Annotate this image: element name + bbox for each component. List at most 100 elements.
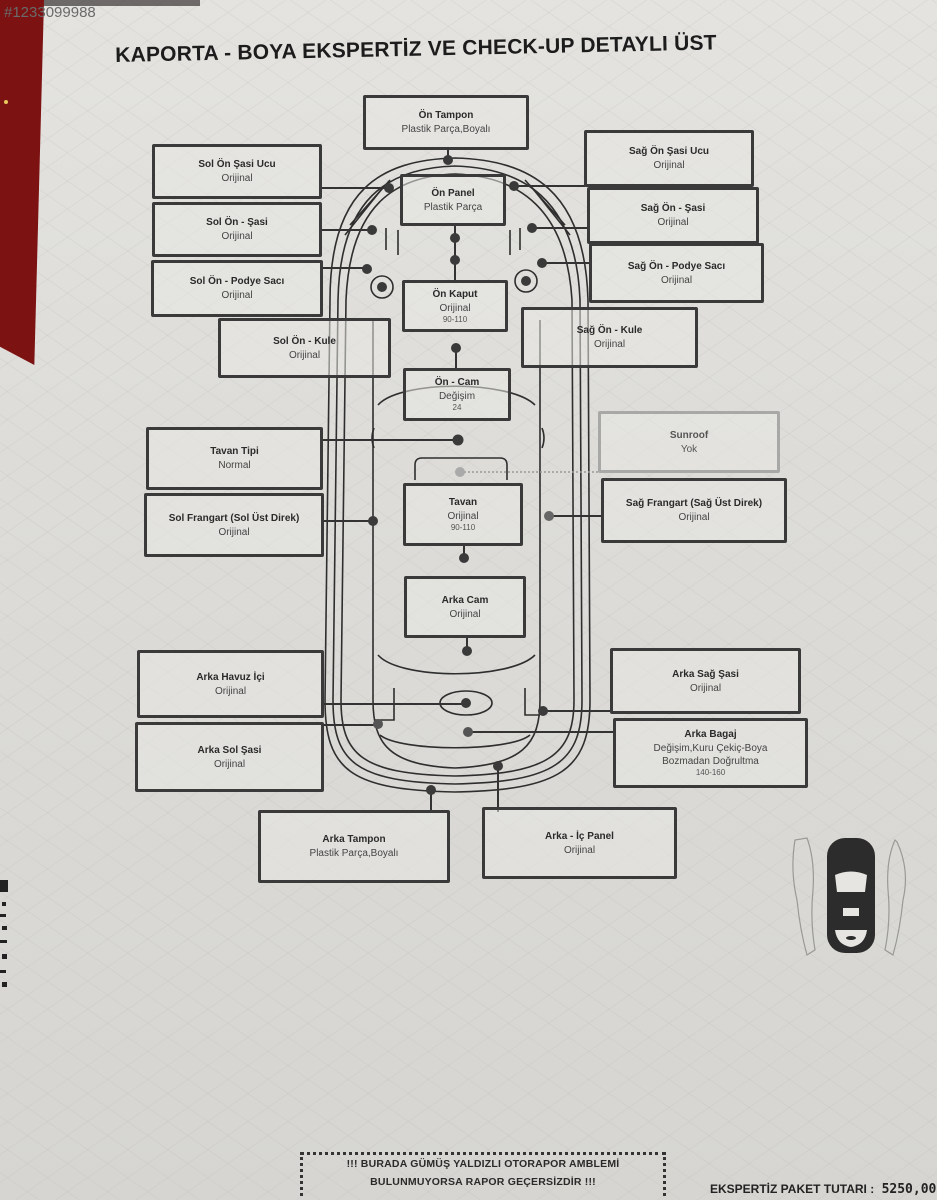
part-value: Orijinal <box>689 682 722 694</box>
part-arka-tampon: Arka Tampon Plastik Parça,Boyalı <box>258 810 450 883</box>
part-value: Normal <box>218 460 251 471</box>
validity-notice: !!! BURADA GÜMÜŞ YALDIZLI OTORAPOR AMBLE… <box>300 1152 666 1196</box>
part-sol-on-sasi: Sol Ön - Şasi Orijinal <box>152 202 322 257</box>
dot-sol-on-podye <box>362 264 372 274</box>
part-label: Sol Frangart (Sol Üst Direk) <box>168 512 300 524</box>
part-value: Orijinal <box>218 526 250 538</box>
dot-arka-sag-sasi <box>538 706 548 716</box>
part-label: Sağ Ön - Podye Sacı <box>627 260 726 272</box>
dot-sag-on-sasi <box>527 223 537 233</box>
part-value: Orijinal <box>214 685 247 697</box>
dot-sunroof <box>455 467 465 477</box>
dot-sag-on-kule <box>521 276 531 286</box>
part-sunroof: Sunroof Yok <box>598 411 780 473</box>
part-value: Plastik Parça <box>423 201 483 213</box>
photo-id: #1233099988 <box>4 4 96 21</box>
part-value: Orijinal <box>221 173 253 184</box>
part-label: Ön - Cam <box>434 377 480 388</box>
dot-arka-bagaj <box>463 727 473 737</box>
part-arka-sol-sasi: Arka Sol Şasi Orijinal <box>135 722 324 792</box>
price-amount: 5250,00 TL <box>881 1182 937 1197</box>
part-label: Sunroof <box>669 429 709 441</box>
part-label: Tavan Tipi <box>210 446 259 457</box>
part-sol-on-kule: Sol Ön - Kule Orijinal <box>218 318 391 378</box>
part-label: Ön Panel <box>431 187 475 199</box>
connector-dots <box>362 155 554 795</box>
dot-tavan-tipi <box>452 434 464 446</box>
dot-sag-frangart <box>544 511 554 521</box>
part-sag-on-sasi-ucu: Sağ Ön Şasi Ucu Orijinal <box>584 130 754 187</box>
dot-on-kaput <box>450 255 460 265</box>
qr-code-edge <box>0 880 10 990</box>
part-value: Değişim,Kuru Çekiç-Boya <box>653 743 768 754</box>
part-label: Arka Cam <box>441 594 489 606</box>
part-label: Sağ Ön Şasi Ucu <box>628 146 710 157</box>
part-on-panel: Ön Panel Plastik Parça <box>400 174 506 226</box>
part-tavan: Tavan Orijinal 90-110 <box>403 483 523 546</box>
part-value: Orijinal <box>221 290 253 301</box>
part-value: Orijinal <box>449 608 481 620</box>
dot-on-cam <box>451 343 461 353</box>
part-arka-bagaj: Arka Bagaj Değişim,Kuru Çekiç-Boya Bozma… <box>613 718 808 788</box>
part-label: Sağ Ön - Şasi <box>640 203 706 214</box>
part-label: Sağ Frangart (Sağ Üst Direk) <box>625 498 763 509</box>
part-label: Arka Havuz İçi <box>196 671 265 683</box>
part-label: Ön Tampon <box>418 110 474 121</box>
part-label: Arka - İç Panel <box>545 830 614 842</box>
dot-sol-on-kule <box>377 282 387 292</box>
part-label: Arka Sağ Şasi <box>672 668 739 680</box>
notice-line-2: BULUNMUYORSA RAPOR GEÇERSİZDİR !!! <box>370 1176 596 1188</box>
part-sol-on-podye: Sol Ön - Podye Sacı Orijinal <box>151 260 323 317</box>
part-sag-frangart: Sağ Frangart (Sağ Üst Direk) Orijinal <box>601 478 787 543</box>
part-value: Orijinal <box>660 274 693 286</box>
package-price: EKSPERTİZ PAKET TUTARI : 5250,00 TL <box>710 1182 937 1197</box>
dot-arka-cam <box>462 646 472 656</box>
part-value: Orijinal <box>657 217 689 228</box>
part-sag-on-kule: Sağ Ön - Kule Orijinal <box>521 307 698 368</box>
dot-on-tampon <box>443 155 453 165</box>
part-value: Yok <box>680 443 698 455</box>
part-sag-on-sasi: Sağ Ön - Şasi Orijinal <box>587 187 759 244</box>
part-arka-cam: Arka Cam Orijinal <box>404 576 526 638</box>
dot-sag-on-sasi-ucu <box>509 181 519 191</box>
dot-sol-on-sasi <box>367 225 377 235</box>
part-label: Sol Ön - Podye Sacı <box>189 276 285 287</box>
car-top-view-icon <box>792 837 907 956</box>
part-value: Plastik Parça,Boyalı <box>309 848 399 859</box>
connector-lines <box>320 150 614 812</box>
paint-measure: 90-110 <box>442 314 468 324</box>
part-value: Orijinal <box>288 349 321 361</box>
notice-line-1: !!! BURADA GÜMÜŞ YALDIZLI OTORAPOR AMBLE… <box>346 1158 620 1170</box>
part-label: Ön Kaput <box>432 288 478 300</box>
part-value: Plastik Parça,Boyalı <box>401 124 491 135</box>
part-label: Arka Tampon <box>322 834 386 845</box>
part-sag-on-podye: Sağ Ön - Podye Sacı Orijinal <box>589 243 764 303</box>
part-tavan-tipi: Tavan Tipi Normal <box>146 427 323 490</box>
part-sol-on-sasi-ucu: Sol Ön Şasi Ucu Orijinal <box>152 144 322 199</box>
dot-arka-sol-sasi <box>373 719 383 729</box>
part-value: Orijinal <box>678 512 710 523</box>
part-value: Orijinal <box>439 302 471 314</box>
dot-arka-havuz <box>461 698 471 708</box>
part-value: Orijinal <box>653 160 685 171</box>
part-label: Arka Bagaj <box>684 729 737 740</box>
part-value: Orijinal <box>213 758 246 770</box>
part-label: Sağ Ön - Kule <box>576 325 643 336</box>
dot-sol-frangart <box>368 516 378 526</box>
part-arka-sag-sasi: Arka Sağ Şasi Orijinal <box>610 648 801 714</box>
part-value: Orijinal <box>593 339 626 350</box>
part-label: Tavan <box>448 497 478 508</box>
part-arka-havuz: Arka Havuz İçi Orijinal <box>137 650 324 718</box>
price-label: EKSPERTİZ PAKET TUTARI : <box>710 1182 875 1196</box>
part-value: Değişim <box>438 391 476 402</box>
part-value: Orijinal <box>221 231 253 242</box>
part-label: Sol Ön Şasi Ucu <box>198 159 276 170</box>
part-value: Orijinal <box>563 844 596 856</box>
dot-arka-tampon <box>426 785 436 795</box>
part-on-kaput: Ön Kaput Orijinal 90-110 <box>402 280 508 332</box>
part-label: Arka Sol Şasi <box>197 744 262 756</box>
paint-measure: 140-160 <box>695 768 726 777</box>
dot-on-panel <box>450 233 460 243</box>
dot-sol-on-sasi-ucu <box>384 183 394 193</box>
paint-measure: 90-110 <box>450 523 476 532</box>
